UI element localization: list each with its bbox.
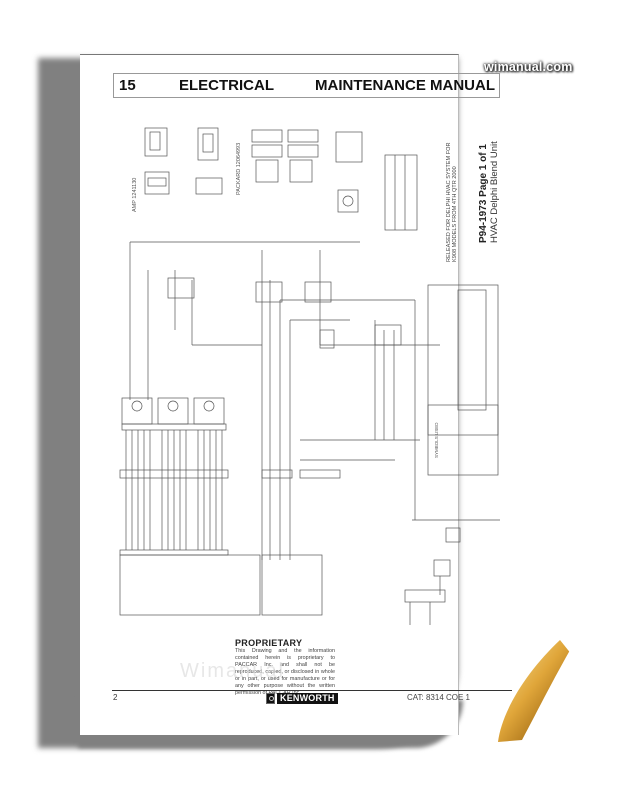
section-number: 15	[119, 77, 136, 94]
proprietary-title: PROPRIETARY	[235, 638, 303, 648]
legend-box	[427, 284, 499, 436]
kenworth-wordmark: KENWORTH	[277, 693, 338, 704]
connector-label-packard: PACKARD 12064993	[236, 142, 242, 195]
connector-label-amp: AMP 1241130	[132, 177, 138, 212]
faint-watermark: Wimanual	[180, 660, 285, 682]
wires	[129, 241, 440, 560]
harness-wires	[119, 430, 229, 556]
manual-page	[80, 54, 459, 735]
relays	[167, 277, 402, 349]
page-curl-icon	[498, 640, 576, 742]
section-name: ELECTRICAL	[179, 77, 274, 94]
controller-box	[119, 554, 261, 616]
footer-divider	[112, 690, 512, 691]
actuators	[121, 397, 227, 431]
footer-page-number: 2	[113, 693, 118, 702]
diagram-title: P94-1973 Page 1 of 1	[478, 144, 489, 243]
release-table	[384, 154, 418, 231]
kenworth-logo: KENWORTH	[266, 693, 338, 704]
lower-right-circuit	[404, 519, 500, 625]
release-note-line2: K908 MODELS FROM 4TH QTR 2000	[452, 166, 458, 262]
kenworth-emblem-icon	[266, 693, 275, 704]
legend-title: SYMBOLS USED	[434, 422, 439, 458]
manual-title: MAINTENANCE MANUAL	[315, 77, 495, 94]
release-note: RELEASED FOR DELPHI HVAC SYSTEM FOR K908…	[446, 132, 458, 262]
connector-drawings	[144, 127, 363, 213]
page-header: 15 ELECTRICAL MAINTENANCE MANUAL	[113, 73, 500, 98]
wiring-diagram	[119, 127, 500, 625]
diagram-title-block: P94-1973 Page 1 of 1 HVAC Delphi Blend U…	[478, 113, 500, 243]
site-watermark: wimanual.com	[484, 60, 573, 74]
catalog-number: CAT: 8314 COE 1	[407, 693, 470, 702]
diagram-subtitle: HVAC Delphi Blend Unit	[489, 141, 500, 243]
